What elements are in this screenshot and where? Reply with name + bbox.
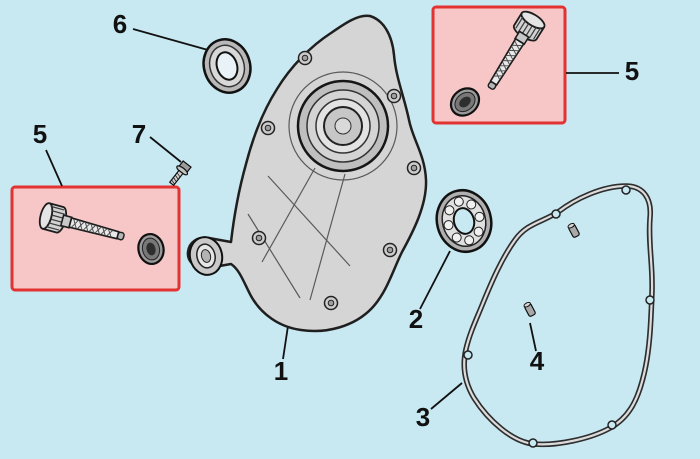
crankcase-cover-part (186, 14, 428, 333)
leader-line-7 (149, 136, 182, 163)
part-label-7: 7 (132, 119, 146, 149)
part-label-4: 4 (530, 346, 545, 376)
gasket-bolt-holes (463, 185, 655, 448)
part-labels: 6 7 5 5 1 2 4 3 (33, 9, 639, 432)
part-label-5-right: 5 (625, 56, 639, 86)
part-label-1: 1 (274, 356, 288, 386)
part-label-6: 6 (113, 9, 127, 39)
cover-bolt-bosses (251, 50, 422, 311)
bearing-part (435, 189, 493, 253)
gasket-part (463, 185, 655, 448)
leader-line-2 (419, 250, 451, 310)
leader-line-3 (430, 382, 463, 410)
cover-snout-boss (188, 236, 224, 276)
part-label-3: 3 (416, 402, 430, 432)
bolt-part (168, 160, 192, 187)
cover-ribs (247, 71, 398, 301)
oil-seal-part (202, 38, 252, 94)
cover-main-bore (296, 79, 390, 173)
part-label-2: 2 (409, 304, 423, 334)
leader-line-5-left (45, 149, 63, 187)
bearing-balls (443, 196, 485, 246)
part-label-5-left: 5 (33, 119, 47, 149)
leader-line-4 (529, 322, 537, 352)
leader-line-6 (132, 28, 209, 51)
